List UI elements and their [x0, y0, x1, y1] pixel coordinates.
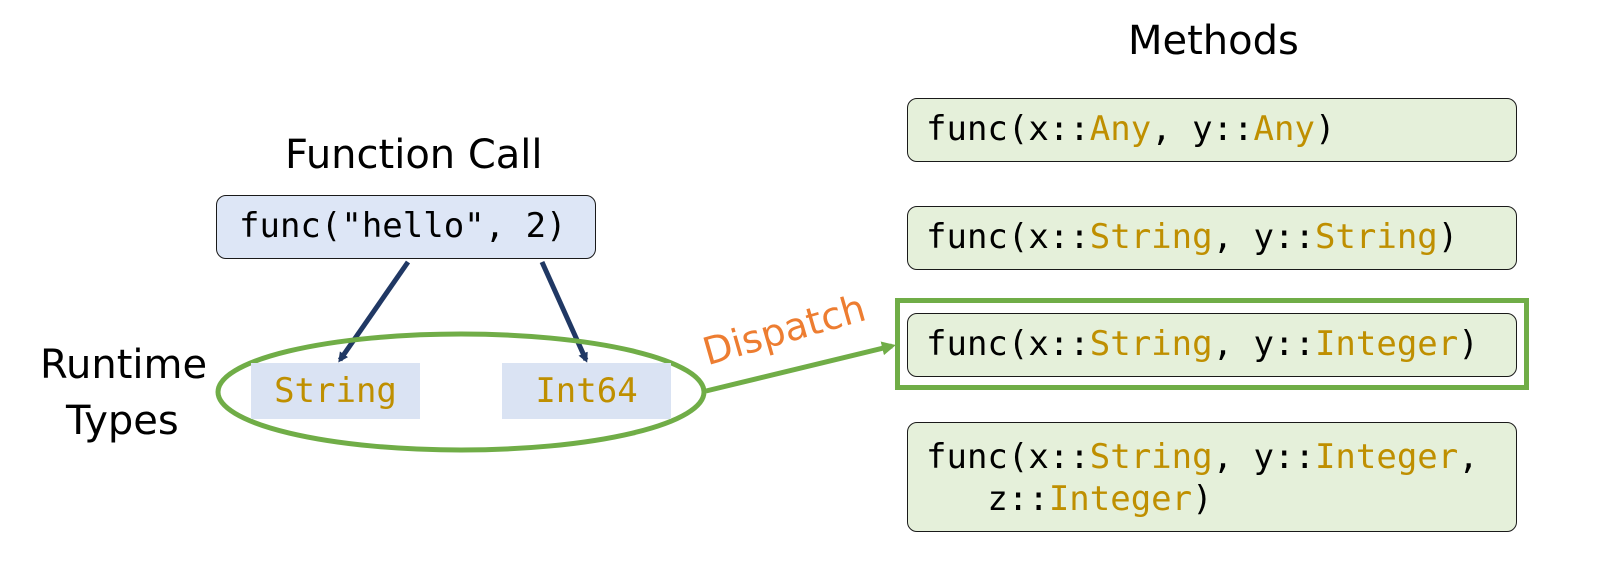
type-annotation: Integer: [1048, 479, 1193, 519]
type-annotation: Any: [1253, 109, 1315, 149]
signature-text: ): [1314, 109, 1336, 149]
signature-text: , y::: [1151, 109, 1254, 149]
method-string-string: func(x::String, y::String): [907, 206, 1517, 270]
type-annotation: Integer: [1314, 324, 1459, 364]
signature-text: ): [1458, 324, 1479, 364]
arrow-to-string: [337, 260, 411, 363]
method-signature: func(x::String, y::String): [926, 215, 1458, 259]
method-string-integer-integer: func(x::String, y::Integer, z::Integer): [907, 422, 1517, 532]
method-any-any: func(x::Any, y::Any): [907, 98, 1517, 162]
runtime-types-label-line2: Types: [66, 398, 179, 444]
runtime-types-label-line1: Runtime: [40, 342, 208, 388]
runtime-type-string-text: String: [274, 371, 397, 411]
method-signature-line1: func(x::String, y::Integer,: [926, 435, 1479, 479]
signature-text: , y::: [1212, 324, 1315, 364]
signature-text: ): [1192, 479, 1213, 519]
runtime-type-string: String: [251, 363, 420, 419]
runtime-type-int64-text: Int64: [535, 371, 638, 411]
signature-text: func(x::: [926, 324, 1090, 364]
method-string-integer: func(x::String, y::Integer): [907, 313, 1517, 377]
function-call-heading: Function Call: [285, 132, 543, 178]
type-annotation: String: [1089, 324, 1213, 364]
signature-text: func(x::: [926, 437, 1090, 477]
arrow-to-int64: [539, 260, 589, 363]
signature-text: func(x::: [926, 217, 1090, 257]
type-annotation: String: [1089, 217, 1213, 257]
type-annotation: String: [1314, 217, 1438, 257]
signature-text: func(x::: [926, 109, 1090, 149]
method-signature: func(x::Any, y::Any): [926, 107, 1335, 151]
signature-text: , y::: [1212, 437, 1315, 477]
type-annotation: Any: [1089, 109, 1152, 149]
runtime-type-int64: Int64: [502, 363, 671, 419]
runtime-types-ellipse: [215, 331, 707, 453]
method-signature-line2: z::Integer): [926, 477, 1213, 521]
method-signature: func(x::String, y::Integer): [926, 322, 1479, 366]
type-annotation: Integer: [1314, 437, 1459, 477]
methods-heading: Methods: [1128, 18, 1299, 64]
type-annotation: String: [1089, 437, 1213, 477]
function-call-code: func("hello", 2): [239, 206, 567, 246]
signature-text: ,: [1458, 437, 1479, 477]
function-call-box: func("hello", 2): [216, 195, 596, 259]
dispatch-arrow: [705, 341, 896, 394]
signature-text: z::: [926, 479, 1049, 519]
signature-text: ): [1437, 217, 1459, 257]
signature-text: , y::: [1212, 217, 1315, 257]
selected-method-highlight: [895, 298, 1529, 390]
